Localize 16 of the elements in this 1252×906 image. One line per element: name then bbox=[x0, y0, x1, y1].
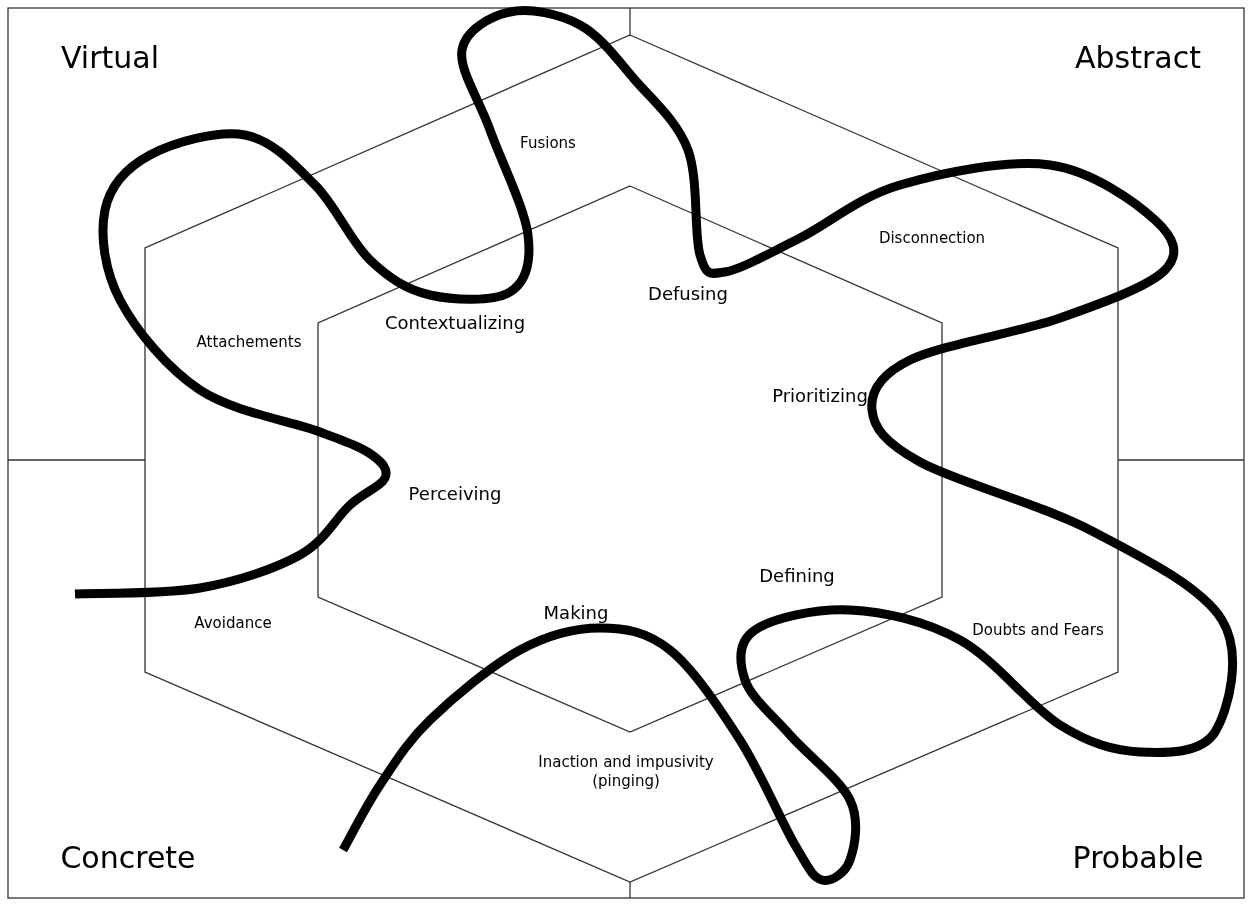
stage-label: Prioritizing bbox=[772, 384, 868, 408]
quadrant-label: Probable bbox=[1072, 839, 1204, 877]
factor-label: Attachements bbox=[196, 332, 302, 352]
factor-label: Disconnection bbox=[878, 228, 986, 248]
stage-label: Contextualizing bbox=[384, 311, 526, 335]
stage-label: Defining bbox=[759, 564, 835, 588]
stage-label: Defusing bbox=[648, 282, 728, 306]
factor-label: Fusions bbox=[520, 133, 576, 153]
quadrant-label: Concrete bbox=[60, 839, 196, 877]
factor-label: Doubts and Fears bbox=[972, 620, 1104, 640]
quadrant-label: Abstract bbox=[1075, 39, 1201, 77]
quadrant-label: Virtual bbox=[61, 39, 159, 77]
stage-label: Making bbox=[543, 601, 609, 625]
factor-label: Avoidance bbox=[194, 613, 272, 633]
factor-label: Inaction and impusivity (pinging) bbox=[537, 753, 715, 791]
stage-label: Perceiving bbox=[408, 482, 502, 506]
